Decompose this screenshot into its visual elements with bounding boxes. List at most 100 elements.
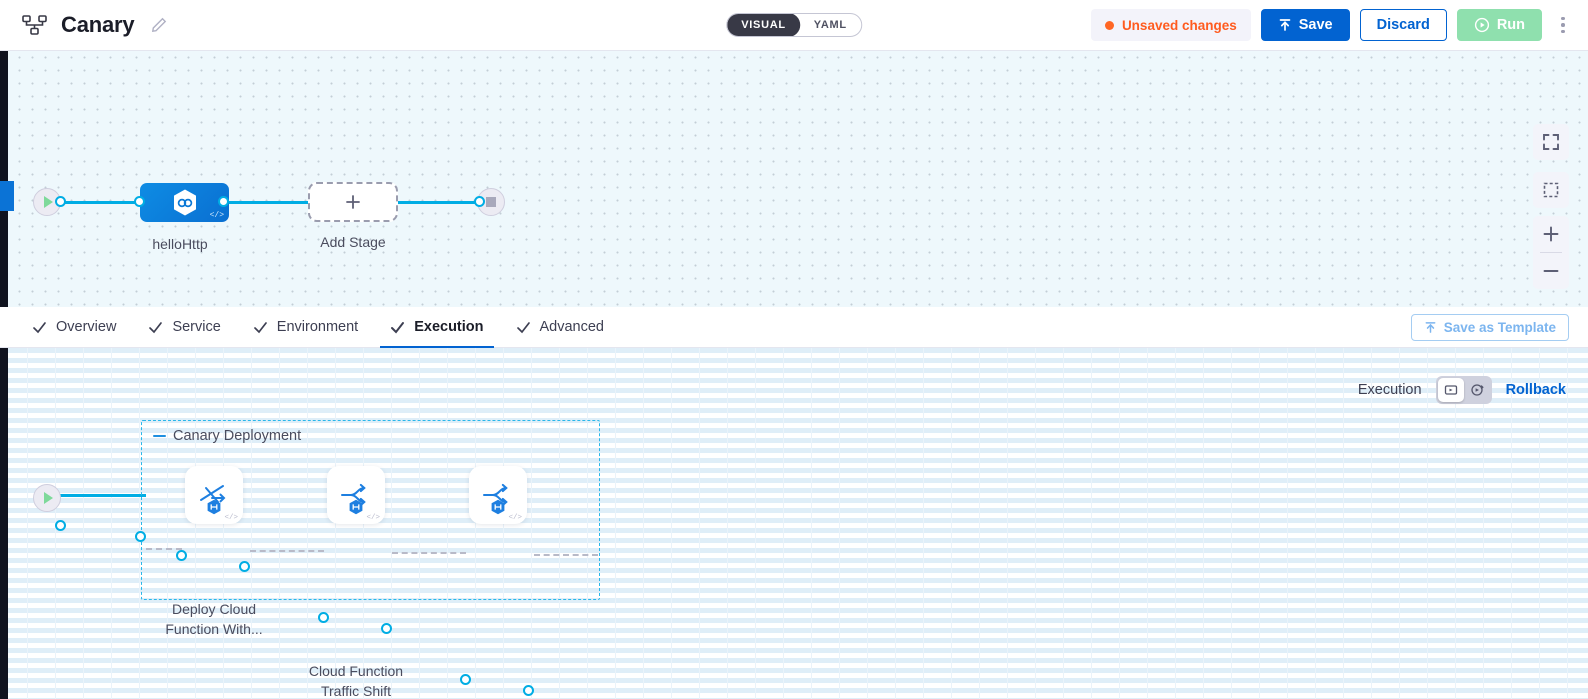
port-start-out[interactable] xyxy=(55,196,66,207)
tab-label: Service xyxy=(172,319,221,335)
dashed-square-icon[interactable] xyxy=(1533,172,1569,208)
execution-start-node[interactable] xyxy=(33,483,61,512)
port-step3-out[interactable] xyxy=(523,684,534,696)
code-badge-icon: </> xyxy=(209,211,224,220)
step-node-deploy-cloud-function[interactable]: </> xyxy=(185,466,243,524)
tab-overview[interactable]: Overview xyxy=(16,307,132,348)
top-toolbar: Canary VISUAL YAML Unsaved changes xyxy=(0,0,1588,51)
edge-stage-to-add xyxy=(222,201,317,204)
stage-tabs: Overview Service Environment Execution A… xyxy=(0,307,1588,349)
unsaved-changes-label: Unsaved changes xyxy=(1121,17,1237,33)
execution-view-button[interactable] xyxy=(1437,378,1464,402)
stage-node-hellohttp[interactable]: </> xyxy=(140,183,229,222)
save-button[interactable]: Save xyxy=(1260,9,1350,41)
rollback-link[interactable]: Rollback xyxy=(1505,382,1566,398)
edge-step2-to-step3 xyxy=(392,551,466,554)
tab-advanced[interactable]: Advanced xyxy=(500,307,621,348)
check-icon xyxy=(516,320,531,335)
divider xyxy=(1540,252,1562,253)
port-step3-in[interactable] xyxy=(460,673,471,685)
kebab-menu-icon[interactable] xyxy=(1552,13,1574,38)
check-icon xyxy=(148,320,163,335)
hexagon-badge-icon xyxy=(490,499,506,515)
code-badge-icon: </> xyxy=(508,514,522,522)
port-step2-in[interactable] xyxy=(318,611,329,623)
stage-canvas[interactable]: </> helloHttp Add Stage xyxy=(0,51,1588,307)
discard-button[interactable]: Discard xyxy=(1359,9,1447,41)
traffic-shift-icon xyxy=(341,483,366,507)
edge-group-to-step1 xyxy=(146,547,182,550)
zoom-controls[interactable] xyxy=(1533,216,1569,289)
tab-label: Environment xyxy=(276,319,359,335)
tab-label: Overview xyxy=(56,319,117,335)
port-step2-out[interactable] xyxy=(381,622,392,634)
zoom-in-button[interactable] xyxy=(1533,216,1569,252)
view-mode-toggle[interactable]: VISUAL YAML xyxy=(726,13,862,37)
play-icon xyxy=(44,491,53,504)
select-area-button[interactable] xyxy=(1533,172,1569,208)
expand-icon[interactable] xyxy=(1533,124,1569,160)
execution-toolbar-label: Execution xyxy=(1357,382,1422,398)
tab-execution[interactable]: Execution xyxy=(374,307,499,349)
group-label-text: Canary Deployment xyxy=(173,428,302,444)
code-badge-icon: </> xyxy=(366,514,380,522)
execution-icon xyxy=(1444,385,1457,395)
edge-start-to-group xyxy=(54,494,146,497)
rollback-icon xyxy=(1470,384,1484,396)
port-stage-out[interactable] xyxy=(218,196,229,207)
toolbar-right: Unsaved changes Save Discard xyxy=(1090,9,1574,41)
upload-icon xyxy=(1424,321,1437,334)
traffic-shift-icon xyxy=(483,483,508,507)
run-button-label: Run xyxy=(1496,17,1525,33)
add-stage-button[interactable] xyxy=(308,182,398,222)
step-group-label: Canary Deployment xyxy=(153,428,301,444)
canvas-left-indicator xyxy=(0,181,14,211)
tab-environment[interactable]: Environment xyxy=(237,307,374,348)
hexagon-badge-icon xyxy=(348,499,364,515)
port-end-in[interactable] xyxy=(474,196,485,207)
plus-icon xyxy=(1543,226,1559,242)
execution-toolbar: Execution Rollback xyxy=(1358,376,1566,404)
toggle-visual[interactable]: VISUAL xyxy=(727,14,800,36)
step-node-traffic-shift-2[interactable]: </> xyxy=(469,466,527,524)
add-stage-label: Add Stage xyxy=(320,234,386,250)
rollback-view-button[interactable] xyxy=(1464,378,1490,402)
port-stage-in[interactable] xyxy=(134,196,145,207)
status-dot-icon xyxy=(1104,20,1114,30)
edge-step1-to-step2 xyxy=(250,549,324,552)
canvas-left-edge xyxy=(0,51,8,307)
port-exec-start-out[interactable] xyxy=(55,519,66,531)
status-badge: Unsaved changes xyxy=(1090,9,1251,41)
play-icon xyxy=(44,196,53,208)
port-step1-out[interactable] xyxy=(239,560,250,572)
minus-icon[interactable] xyxy=(153,434,166,438)
tab-service[interactable]: Service xyxy=(132,307,236,348)
edge-start-to-stage xyxy=(54,201,146,204)
check-icon xyxy=(390,320,405,335)
pipeline-nodes-icon xyxy=(22,14,48,36)
upload-icon xyxy=(1278,18,1292,32)
execution-mode-toggle[interactable] xyxy=(1435,376,1492,404)
edge-add-to-end xyxy=(389,201,486,204)
tab-label: Execution xyxy=(414,319,484,335)
minus-icon xyxy=(1543,270,1559,272)
edge-step3-to-group-out xyxy=(534,553,598,556)
check-icon xyxy=(32,320,47,335)
port-group-in[interactable] xyxy=(135,530,146,542)
code-badge-icon: </> xyxy=(224,514,238,522)
toggle-yaml[interactable]: YAML xyxy=(813,19,847,31)
port-step1-in[interactable] xyxy=(176,549,187,561)
step-group-canary-deployment[interactable] xyxy=(141,420,600,600)
run-button[interactable]: Run xyxy=(1456,9,1542,41)
zoom-out-button[interactable] xyxy=(1533,253,1569,289)
link-hexagon-icon xyxy=(173,189,196,215)
execution-canvas[interactable]: Execution Rollback xyxy=(0,348,1588,699)
step-node-traffic-shift-1[interactable]: </> xyxy=(327,466,385,524)
save-button-label: Save xyxy=(1298,17,1333,33)
save-as-template-button[interactable]: Save as Template xyxy=(1410,313,1569,341)
fit-to-screen-button[interactable] xyxy=(1533,124,1569,160)
plus-icon xyxy=(346,195,360,209)
pencil-icon[interactable] xyxy=(151,17,167,33)
page-title: Canary xyxy=(61,12,135,37)
